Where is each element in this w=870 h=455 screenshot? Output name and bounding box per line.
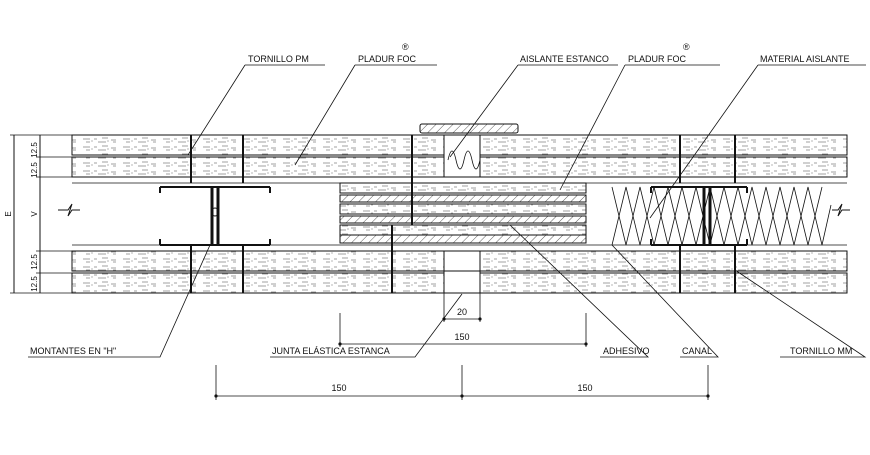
dim-left-bot-1: 12.5 bbox=[30, 254, 39, 270]
label-aislante-estanco: AISLANTE ESTANCO bbox=[520, 54, 609, 64]
insulation-material bbox=[611, 186, 832, 246]
label-canal: CANAL bbox=[682, 346, 712, 356]
dim-left-top-2: 12.5 bbox=[30, 162, 39, 178]
h-stud-left bbox=[159, 186, 271, 246]
dim-joint-gap: 20 bbox=[457, 307, 467, 317]
dim-overlap: 150 bbox=[454, 332, 469, 342]
leader-lines bbox=[28, 64, 867, 358]
dimension-values: 20 150 150 150 bbox=[331, 307, 592, 393]
registered-mark-2: ® bbox=[683, 42, 690, 52]
registered-mark-1: ® bbox=[402, 42, 409, 52]
labels: TORNILLO PM PLADUR FOC ® AISLANTE ESTANC… bbox=[30, 42, 852, 356]
dimension-ticks bbox=[214, 317, 710, 398]
label-pladur-foc-2: PLADUR FOC bbox=[628, 54, 687, 64]
break-lines bbox=[58, 203, 850, 217]
boards-top-right bbox=[479, 134, 848, 178]
label-montantes-h: MONTANTES EN "H" bbox=[30, 346, 116, 356]
h-stud-right bbox=[650, 186, 748, 246]
joint-top bbox=[419, 123, 519, 178]
joint-bottom bbox=[443, 250, 481, 294]
central-board-stack bbox=[339, 182, 587, 244]
left-dimension: 12.5 12.5 V 12.5 12.5 E bbox=[4, 134, 72, 294]
label-pladur-foc-1: PLADUR FOC bbox=[358, 54, 417, 64]
dim-left-mid: V bbox=[30, 211, 39, 217]
dim-left-top-1: 12.5 bbox=[30, 142, 39, 158]
label-adhesivo: ADHESIVO bbox=[603, 346, 650, 356]
dim-span-left: 150 bbox=[331, 383, 346, 393]
boards-bottom-right bbox=[479, 250, 848, 294]
dim-span-right: 150 bbox=[577, 383, 592, 393]
label-tornillo-pm: TORNILLO PM bbox=[248, 54, 309, 64]
boards-top-left bbox=[71, 134, 445, 178]
label-material-aislante: MATERIAL AISLANTE bbox=[760, 54, 850, 64]
label-tornillo-mm: TORNILLO MM bbox=[790, 346, 852, 356]
label-junta-elastica: JUNTA ELÁSTICA ESTANCA bbox=[272, 346, 390, 356]
dim-left-total: E bbox=[4, 211, 13, 216]
boards-bottom-left bbox=[71, 250, 445, 294]
dim-left-bot-2: 12.5 bbox=[30, 276, 39, 292]
